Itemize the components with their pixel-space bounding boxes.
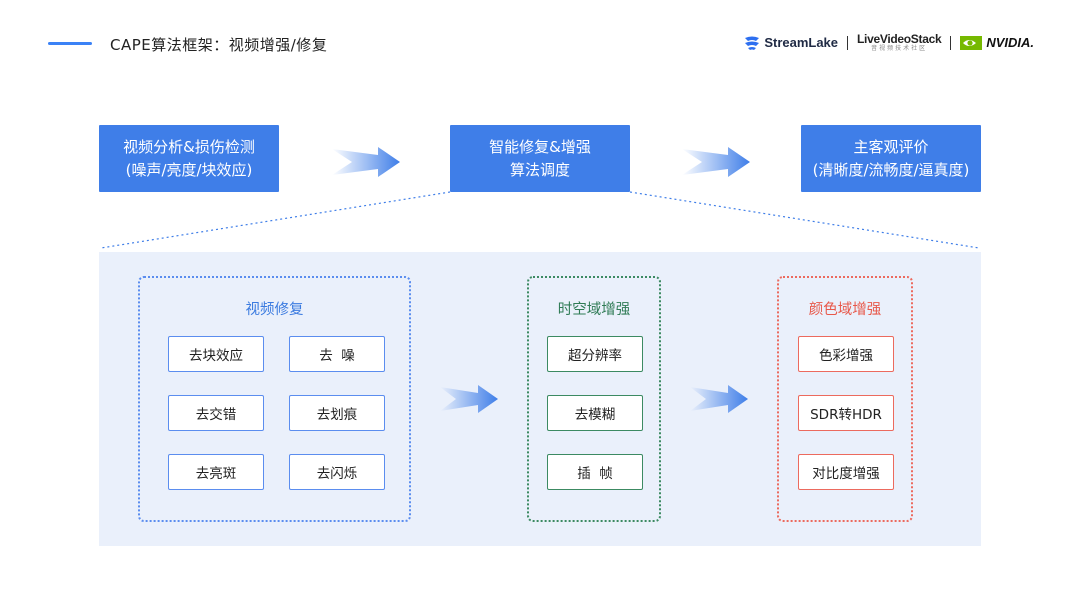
- item-deinterlace: 去交错: [168, 395, 264, 431]
- group-spatiotemporal-title: 时空域增强: [557, 302, 631, 318]
- item-sdr-to-hdr: SDR转HDR: [798, 395, 894, 431]
- flow-step-analysis-line2: (噪声/亮度/块效应): [125, 160, 253, 179]
- item-deblur: 去模糊: [547, 395, 643, 431]
- streamlake-icon: [745, 36, 760, 50]
- livevideostack-label: LiveVideoStack: [857, 32, 942, 46]
- panel-arrow-2-icon: [690, 385, 748, 413]
- group-video-restoration-title: 视频修复: [245, 302, 304, 318]
- group-spatiotemporal-enhancement: 时空域增强 超分辨率 去模糊 插 帧: [527, 276, 661, 522]
- group-color-enhancement: 颜色域增强 色彩增强 SDR转HDR 对比度增强: [777, 276, 913, 522]
- logo-divider: [950, 35, 952, 50]
- flow-step-analysis: 视频分析&损伤检测 (噪声/亮度/块效应): [99, 125, 279, 192]
- nvidia-label: NVIDIA.: [986, 35, 1034, 50]
- flow-step-scheduling: 智能修复&增强 算法调度: [450, 125, 630, 192]
- item-despot: 去亮斑: [168, 454, 264, 490]
- connector-right: [629, 191, 980, 249]
- nvidia-logo: NVIDIA.: [960, 35, 1034, 50]
- item-deblocking: 去块效应: [168, 336, 264, 372]
- item-deflicker: 去闪烁: [289, 454, 385, 490]
- flow-step-evaluation-line2: (清晰度/流畅度/逼真度): [812, 160, 970, 179]
- flow-arrow-2-icon: [682, 147, 750, 177]
- flow-step-analysis-line1: 视频分析&损伤检测: [123, 137, 255, 156]
- streamlake-label: StreamLake: [764, 35, 839, 50]
- item-contrast-enhance: 对比度增强: [798, 454, 894, 490]
- streamlake-logo: StreamLake: [744, 35, 838, 50]
- title-accent-bar: [48, 42, 92, 45]
- flow-step-evaluation: 主客观评价 (清晰度/流畅度/逼真度): [801, 125, 981, 192]
- item-color-enhance: 色彩增强: [798, 336, 894, 372]
- group-color-title: 颜色域增强: [808, 302, 882, 318]
- logo-bar: StreamLake LiveVideoStack 音视频技术社区 NVIDIA…: [744, 33, 1034, 52]
- nvidia-eye-icon: [960, 35, 983, 50]
- group-video-restoration: 视频修复 去块效应 去 噪 去交错 去划痕 去亮斑 去闪烁: [138, 276, 411, 522]
- page-title: CAPE算法框架：视频增强/修复: [110, 36, 328, 54]
- livevideostack-logo: LiveVideoStack 音视频技术社区: [857, 32, 942, 52]
- flow-step-scheduling-line1: 智能修复&增强: [489, 137, 591, 156]
- item-descratch: 去划痕: [289, 395, 385, 431]
- flow-arrow-1-icon: [332, 147, 400, 177]
- livevideostack-sub-label: 音视频技术社区: [871, 46, 928, 52]
- flow-step-scheduling-line2: 算法调度: [509, 160, 570, 179]
- item-frame-interpolation: 插 帧: [547, 454, 643, 490]
- item-super-resolution: 超分辨率: [547, 336, 643, 372]
- item-denoise: 去 噪: [289, 336, 385, 372]
- logo-divider: [847, 35, 849, 50]
- panel-arrow-1-icon: [440, 385, 498, 413]
- connector-left: [100, 191, 451, 249]
- flow-step-evaluation-line1: 主客观评价: [853, 137, 929, 156]
